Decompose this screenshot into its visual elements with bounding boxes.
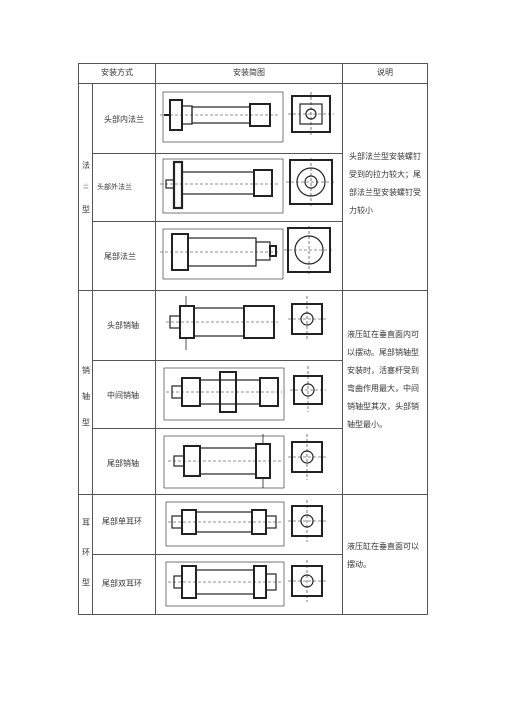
header-description: 说明: [377, 68, 393, 77]
desc-flange: 头部法兰型安装螺钉受到的拉力较大；尾部法兰型安装螺钉受力较小: [349, 152, 421, 215]
diagram-tail-pin: [163, 434, 326, 489]
group-clevis-label: 耳 环 型: [82, 518, 90, 587]
diagram-head-pin: [166, 296, 326, 350]
row-tail-pin: 尾部销轴: [107, 459, 139, 468]
diagram-tail-single-ear: [165, 500, 326, 547]
row-head-outer-flange: 头部外法兰: [97, 183, 132, 191]
row-tail-single-ear: 尾部单耳环: [102, 517, 142, 526]
group-pin-label: 销 轴 型: [82, 366, 90, 427]
row-tail-double-ear: 尾部双耳环: [102, 579, 142, 588]
diagram-head-inner-flange: [160, 91, 334, 143]
header-install-method: 安装方式: [101, 68, 133, 77]
row-middle-pin: 中间销轴: [107, 391, 139, 400]
row-head-pin: 头部销轴: [107, 321, 139, 330]
row-tail-flange: 尾部法兰: [104, 252, 136, 261]
diagram-middle-pin: [163, 366, 326, 421]
header-install-diagram: 安装简图: [233, 68, 265, 77]
diagram-tail-double-ear: [165, 560, 326, 607]
diagram-tail-flange: [160, 226, 334, 280]
diagram-head-outer-flange: [160, 158, 336, 214]
group-flange-label: 法 兰 型: [82, 161, 90, 214]
desc-clevis: 液压缸在垂直面可以摆动。: [347, 542, 419, 569]
desc-pin: 液压缸在垂直面内可以摆动。尾部销轴型安装时，活塞杆受到弯曲作用最大，中间销轴型其…: [347, 330, 419, 429]
row-head-inner-flange: 头部内法兰: [104, 115, 144, 124]
